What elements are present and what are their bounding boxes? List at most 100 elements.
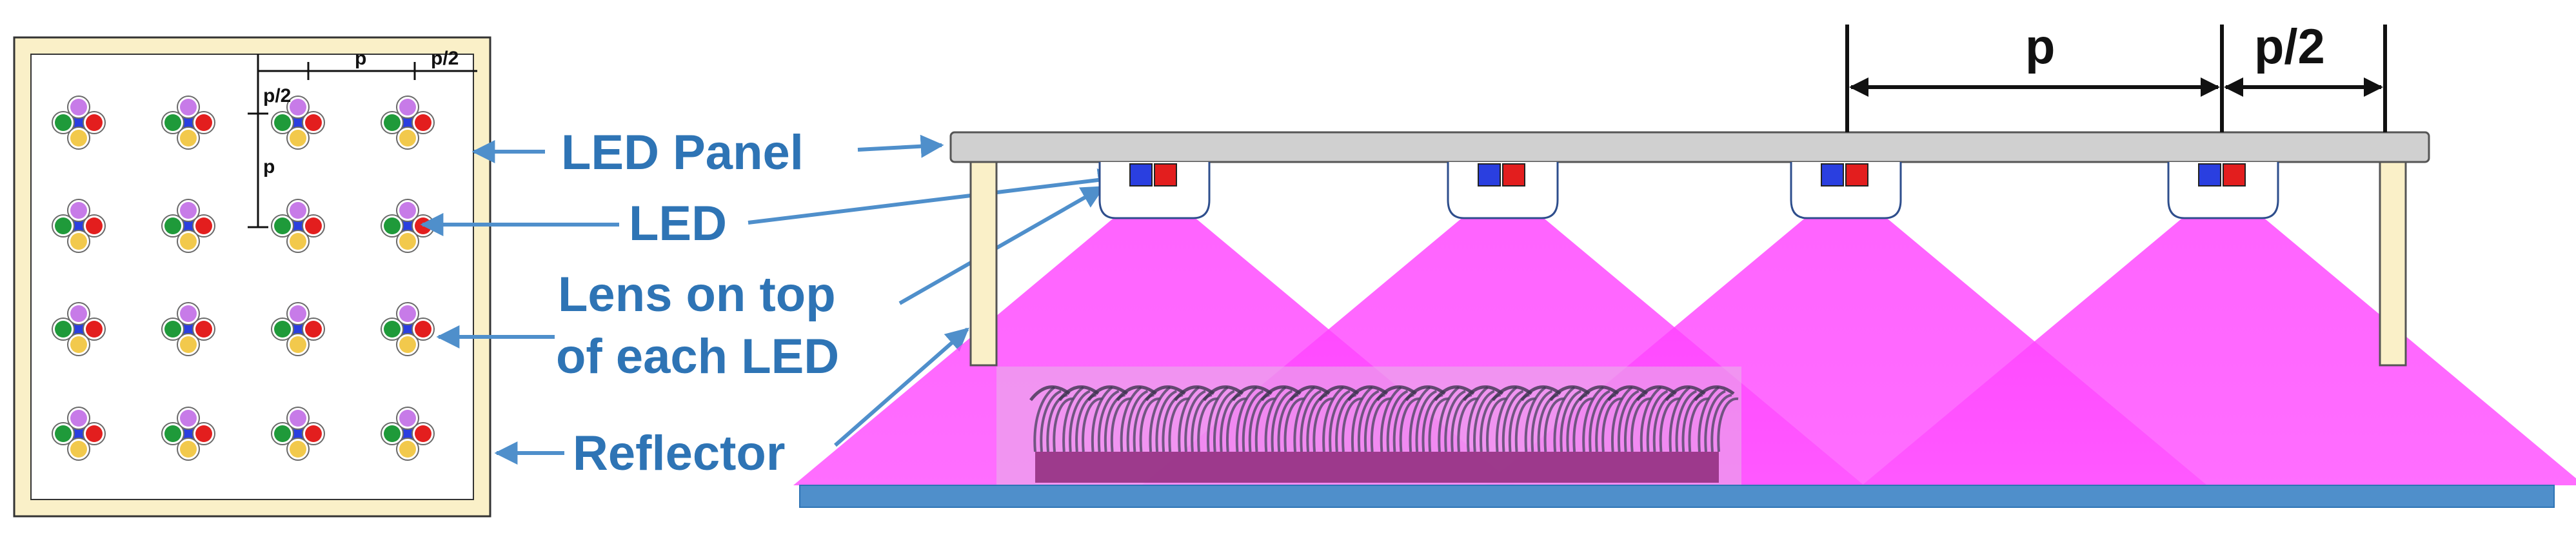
led-dot [195,321,212,338]
top-view-led-grid [52,96,435,461]
led-dot [290,217,306,234]
plant-tray [1035,452,1719,483]
top-view-pitch-label-v: p [263,156,275,177]
floor [799,485,2555,508]
led-dot [399,321,416,338]
led-dot [384,114,401,131]
led-dot [70,425,87,442]
led-dot [399,233,416,250]
led-dot [290,321,306,338]
led-dot [384,217,401,234]
led-dot [180,99,197,116]
led-dot [399,336,416,353]
led-dot [290,130,306,146]
side-view-half-pitch-label: p/2 [2254,19,2325,74]
led-dot [55,114,72,131]
plant-icon [1433,385,1479,452]
led-blue-chip [2198,163,2221,187]
led-dot [180,217,197,234]
led-red-chip [1154,163,1177,187]
label-lens-line1: Lens on top [558,267,836,322]
led-dot [55,425,72,442]
led-dot [70,441,87,458]
led-dot [70,336,87,353]
led-dot [180,410,197,427]
arrow-lens [898,185,1105,305]
lens [1790,162,1902,219]
led-dot [305,114,322,131]
led-cluster-icon [271,199,325,253]
label-lens-line2: of each LED [556,329,839,384]
led-dot [274,114,291,131]
led-dot [195,425,212,442]
led-cluster-icon [52,199,106,253]
label-reflector: Reflector [573,426,785,481]
led-cluster-icon [52,302,106,356]
led-cluster-icon [271,407,325,461]
light-cone [1862,184,2576,485]
led-panel-bar [949,131,2430,163]
led-cluster-icon [271,96,325,150]
led-cluster-icon [52,407,106,461]
led-dot [290,425,306,442]
arrow-led-panel-right [857,134,944,158]
top-view-half-pitch-label-h: p/2 [431,48,459,69]
lens [2167,162,2279,219]
led-dot [180,336,197,353]
side-view-pitch-label: p [2025,19,2055,74]
led-dot [399,305,416,322]
led-dot [290,336,306,353]
led-blue-chip [1478,163,1501,187]
plant-icon [1145,385,1190,452]
led-dot [55,217,72,234]
led-dot [70,99,87,116]
led-cluster-icon [381,407,435,461]
led-dot [399,114,416,131]
led-dot [164,321,181,338]
led-dot [70,202,87,219]
led-dot [290,410,306,427]
plant-icon [1029,385,1075,452]
led-dot [384,425,401,442]
led-dot [70,233,87,250]
lens [1098,162,1211,219]
led-dot [180,114,197,131]
led-dot [399,130,416,146]
led-red-chip [1845,163,1868,187]
led-dot [180,441,197,458]
top-view-pitch-label-h: p [355,48,366,69]
led-dot [399,217,416,234]
led-dot [86,217,103,234]
led-unit [2167,162,2279,219]
led-dot [399,425,416,442]
led-dot [399,441,416,458]
plant-icon [1491,385,1536,452]
plant-icon [1665,385,1710,452]
plant-icon [1549,385,1594,452]
plant-icon [1520,385,1565,452]
led-dot [399,99,416,116]
led-dot [415,321,431,338]
led-dot [164,114,181,131]
led-unit [1790,162,1902,219]
led-cluster-icon [161,407,215,461]
led-blue-chip [1821,163,1844,187]
led-dot [399,202,416,219]
led-red-chip [1502,163,1525,187]
side-view-dimensions [1845,25,2387,132]
led-dot [70,130,87,146]
led-dot [180,321,197,338]
led-dot [70,217,87,234]
led-cluster-icon [52,96,106,150]
led-dot [164,425,181,442]
top-view-dimensions [248,54,477,228]
led-dot [180,202,197,219]
led-cluster-icon [381,302,435,356]
led-dot [415,114,431,131]
led-dot [70,410,87,427]
led-unit [1447,162,1559,219]
lens [1447,162,1559,219]
led-dot [195,217,212,234]
led-dot [70,321,87,338]
